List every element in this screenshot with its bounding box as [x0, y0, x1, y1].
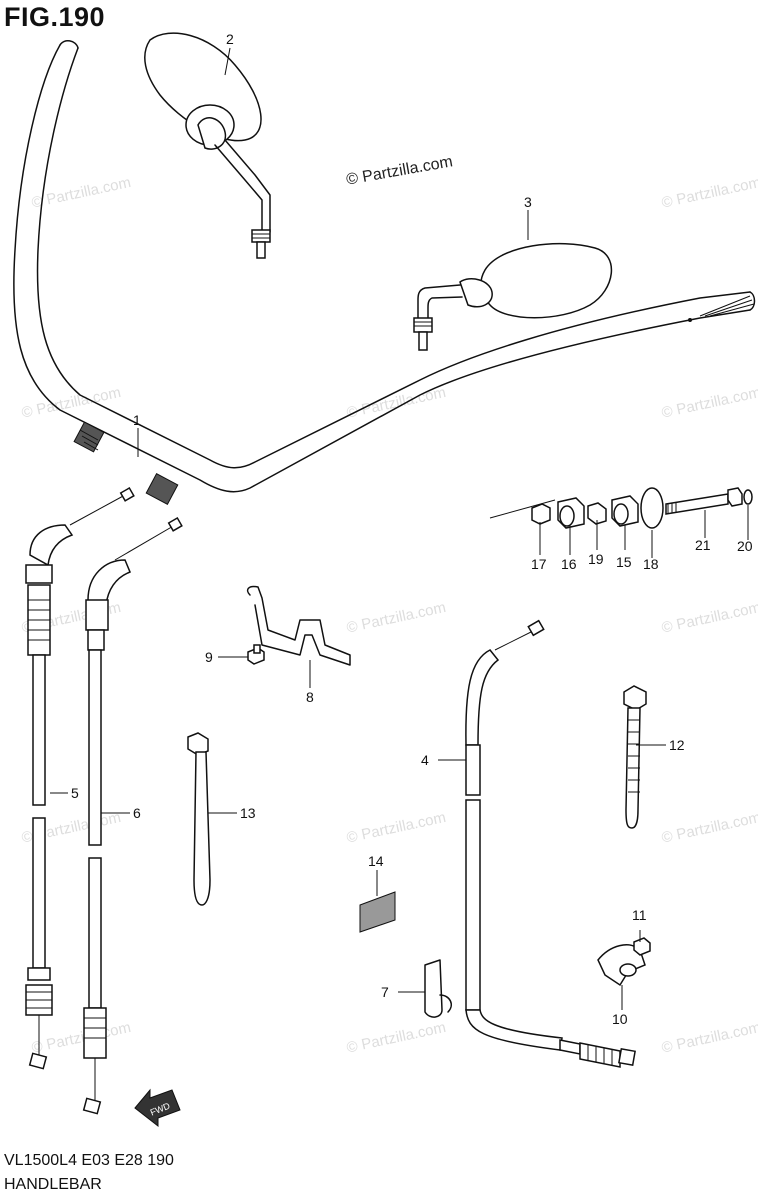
callout-6[interactable]: 6 — [133, 805, 141, 821]
knurl-band-lower — [145, 472, 179, 506]
leader-lines — [50, 47, 749, 1010]
clamp-12[interactable] — [623, 685, 647, 829]
spacer-19[interactable] — [587, 502, 607, 525]
callout-5[interactable]: 5 — [71, 785, 79, 801]
balancer-15[interactable] — [611, 495, 639, 527]
throttle-cable-6[interactable] — [82, 517, 183, 1115]
mirror-left[interactable] — [144, 32, 271, 259]
nut-17[interactable] — [531, 503, 551, 525]
mirror-right[interactable] — [413, 242, 612, 351]
holder-10[interactable] — [597, 944, 646, 987]
callout-16[interactable]: 16 — [561, 556, 577, 572]
callout-11[interactable]: 11 — [632, 907, 647, 923]
callout-15[interactable]: 15 — [616, 554, 632, 570]
callout-17[interactable]: 17 — [531, 556, 547, 572]
callout-2[interactable]: 2 — [226, 31, 234, 47]
callout-3[interactable]: 3 — [524, 194, 532, 210]
bolt-21[interactable] — [665, 487, 743, 515]
washer-20[interactable] — [743, 489, 753, 505]
callout-18[interactable]: 18 — [643, 556, 659, 572]
knurl-band-upper — [73, 421, 105, 453]
callout-14[interactable]: 14 — [368, 853, 384, 869]
figure-title: FIG.190 — [4, 2, 106, 32]
callout-4[interactable]: 4 — [421, 752, 429, 768]
bolt-9[interactable] — [247, 644, 265, 665]
callout-20[interactable]: 20 — [737, 538, 753, 554]
handlebar[interactable] — [13, 40, 756, 506]
balancer-16[interactable] — [557, 497, 585, 529]
label-14[interactable] — [359, 891, 396, 933]
section-name: HANDLEBAR — [4, 1176, 102, 1193]
callout-10[interactable]: 10 — [612, 1011, 628, 1027]
washer-18[interactable] — [640, 487, 664, 529]
screw-11[interactable] — [633, 937, 651, 956]
forward-arrow-icon: FWD — [134, 1088, 181, 1128]
callout-numbers: 1 2 3 4 5 6 7 8 9 10 11 12 13 14 15 16 1… — [71, 31, 753, 1027]
callout-8[interactable]: 8 — [306, 689, 314, 705]
clamp-13[interactable] — [187, 732, 211, 906]
throttle-cable-5[interactable] — [25, 487, 135, 1070]
callout-12[interactable]: 12 — [669, 737, 685, 753]
cable-guide-8[interactable] — [246, 585, 351, 666]
bar-end-assembly — [489, 487, 753, 529]
callout-21[interactable]: 21 — [695, 537, 711, 553]
callout-9[interactable]: 9 — [205, 649, 213, 665]
model-code: VL1500L4 E03 E28 190 — [4, 1152, 174, 1169]
callout-19[interactable]: 19 — [588, 551, 604, 567]
clutch-cable-4[interactable] — [465, 619, 636, 1068]
clip-7[interactable] — [424, 959, 452, 1018]
callout-1[interactable]: 1 — [133, 412, 141, 428]
callout-13[interactable]: 13 — [240, 805, 256, 821]
callout-7[interactable]: 7 — [381, 984, 389, 1000]
